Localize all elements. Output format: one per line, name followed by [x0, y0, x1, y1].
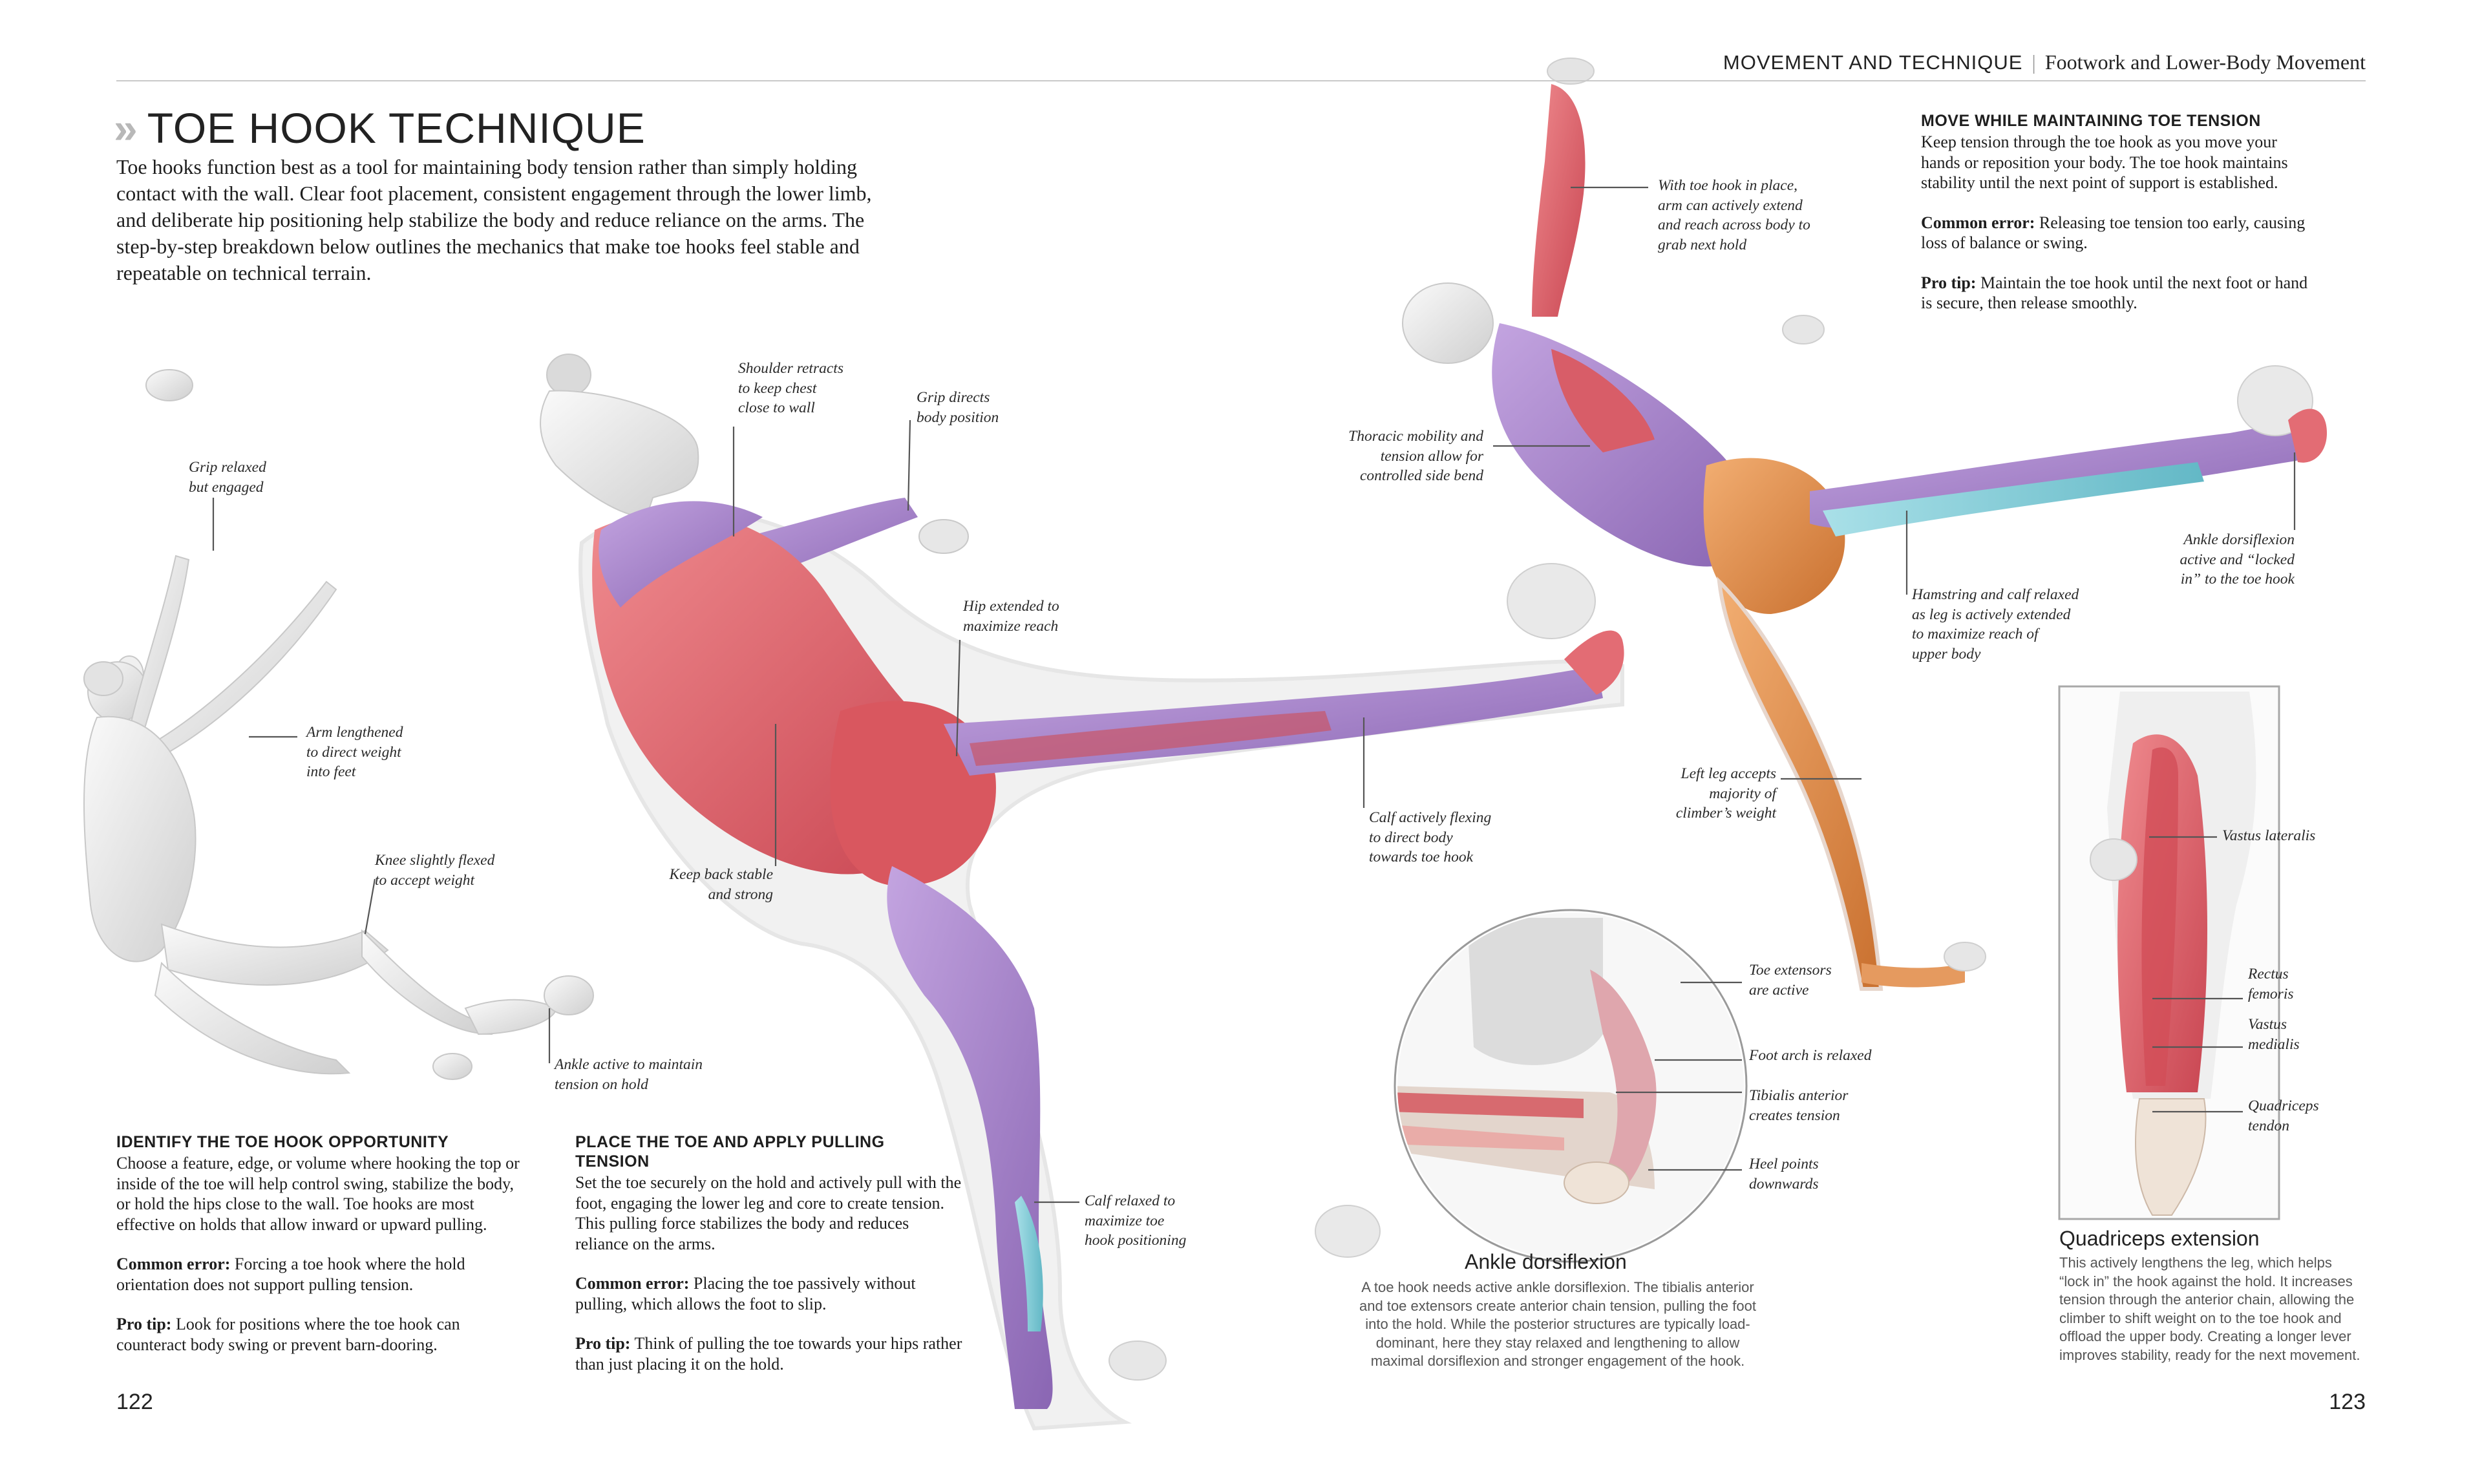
quadriceps-detail-image	[2058, 685, 2280, 1220]
page-number-right: 123	[2329, 1390, 2366, 1414]
climbing-hold	[544, 975, 594, 1015]
step-2-tip-text: Think of pulling the toe towards your hi…	[575, 1334, 962, 1373]
climber-figure-2	[540, 354, 1624, 1431]
running-head-topic: Footwork and Lower-Body Movement	[2044, 50, 2366, 74]
quad-detail-caption: This actively lengthens the leg, which h…	[2059, 1255, 2360, 1363]
step-1-error-label: Common error:	[116, 1255, 231, 1273]
climbing-hold	[2090, 838, 2137, 881]
page-title-text: TOE HOOK TECHNIQUE	[147, 104, 646, 152]
step-2-error: Common error: Placing the toe passively …	[575, 1273, 963, 1314]
climbing-hold	[1315, 1205, 1381, 1258]
climbing-hold	[918, 519, 969, 554]
climbing-hold	[1507, 563, 1596, 639]
label-foot-arch: Foot arch is relaxed	[1749, 1047, 1872, 1064]
step-1-block: IDENTIFY THE TOE HOOK OPPORTUNITY Choose…	[116, 1132, 530, 1374]
label-hip-extended: Hip extended to maximize reach	[963, 598, 1059, 635]
climbing-hold	[1108, 1341, 1167, 1381]
climbing-hold	[1547, 58, 1595, 85]
climbing-hold	[1944, 942, 1986, 971]
running-head-section: MOVEMENT AND TECHNIQUE	[1723, 51, 2023, 74]
step-1-body: Choose a feature, edge, or volume where …	[116, 1154, 520, 1234]
step-3-block: MOVE WHILE MAINTAINING TOE TENSION Keep …	[1921, 111, 2315, 333]
step-2-body: Set the toe securely on the hold and act…	[575, 1173, 962, 1253]
step-3-tip: Pro tip: Maintain the toe hook until the…	[1921, 273, 2315, 313]
label-knee-flexed: Knee slightly flexed to accept weight	[375, 852, 495, 889]
step-1-error-text: Forcing a toe hook where the hold orient…	[116, 1255, 465, 1294]
step-2-block: PLACE THE TOE AND APPLY PULLING TENSION …	[575, 1132, 963, 1394]
step-2-tip-label: Pro tip:	[575, 1334, 631, 1353]
label-ankle-dorsiflexion-active: Ankle dorsiflexion active and “locked in…	[2180, 531, 2295, 588]
climbing-hold	[145, 369, 193, 401]
quad-detail-title: Quadriceps extension	[2059, 1227, 2260, 1250]
label-hamstring-calf: Hamstring and calf relaxed as leg is act…	[1912, 586, 2079, 662]
intro-paragraph: Toe hooks function best as a tool for ma…	[116, 155, 872, 284]
step-1-tip-label: Pro tip:	[116, 1315, 172, 1333]
step-1-tip: Pro tip: Look for positions where the to…	[116, 1314, 530, 1355]
step-3-error-label: Common error:	[1921, 213, 2035, 232]
page-title: »TOE HOOK TECHNIQUE	[114, 103, 646, 153]
climbing-hold	[1782, 315, 1825, 344]
ankle-detail-caption: A toe hook needs active ankle dorsiflexi…	[1359, 1279, 1756, 1369]
label-grip-directs: Grip directs body position	[917, 389, 999, 426]
step-3-error-text: Releasing toe tension too early, causing…	[1921, 213, 2306, 253]
climber-figure-1	[83, 369, 594, 1080]
label-toe-extensors: Toe extensors are active	[1749, 962, 1832, 999]
label-quadriceps-tendon: Quadriceps tendon	[2248, 1097, 2319, 1134]
step-3-body: Keep tension through the toe hook as you…	[1921, 132, 2288, 192]
label-tibialis-anterior: Tibialis anterior creates tension	[1749, 1087, 1849, 1124]
climbing-hold	[432, 1053, 472, 1080]
label-rectus-femoris: Rectus femoris	[2248, 966, 2294, 1002]
label-calf-relaxed: Calf relaxed to maximize toe hook positi…	[1085, 1192, 1187, 1249]
step-2-error-label: Common error:	[575, 1274, 690, 1293]
ankle-detail-title: Ankle dorsiflexion	[1465, 1250, 1627, 1273]
label-keep-back-stable: Keep back stable and strong	[669, 866, 773, 903]
step-3-error: Common error: Releasing toe tension too …	[1921, 213, 2315, 253]
label-thoracic-mobility: Thoracic mobility and tension allow for …	[1348, 428, 1483, 484]
ankle-detail-image	[1394, 909, 1748, 1263]
page-number-left: 122	[116, 1390, 153, 1414]
step-2-tip: Pro tip: Think of pulling the toe toward…	[575, 1333, 963, 1374]
label-vastus-medialis: Vastus medialis	[2248, 1016, 2300, 1053]
running-head-separator: |	[2031, 50, 2036, 74]
label-grip-relaxed: Grip relaxed but engaged	[189, 459, 266, 496]
step-1-heading: IDENTIFY THE TOE HOOK OPPORTUNITY	[116, 1133, 449, 1151]
label-vastus-lateralis: Vastus lateralis	[2222, 827, 2316, 844]
label-arm-extend: With toe hook in place, arm can actively…	[1658, 177, 1810, 253]
step-1-error: Common error: Forcing a toe hook where t…	[116, 1254, 530, 1295]
label-ankle-active: Ankle active to maintain tension on hold	[555, 1056, 703, 1093]
step-3-tip-label: Pro tip:	[1921, 273, 1977, 292]
step-1-tip-text: Look for positions where the toe hook ca…	[116, 1315, 460, 1354]
step-2-heading: PLACE THE TOE AND APPLY PULLING TENSION	[575, 1133, 885, 1171]
step-3-tip-text: Maintain the toe hook until the next foo…	[1921, 273, 2308, 313]
chevron-right-icon: »	[114, 104, 138, 152]
header-rule	[116, 80, 2366, 81]
label-calf-flexing: Calf actively flexing to direct body tow…	[1369, 809, 1492, 865]
running-head: MOVEMENT AND TECHNIQUE | Footwork and Lowe…	[1723, 50, 2366, 74]
leader-lines	[212, 186, 2296, 1203]
label-arm-lengthened: Arm lengthened to direct weight into fee…	[306, 724, 403, 780]
label-left-leg: Left leg accepts majority of climber’s w…	[1675, 765, 1776, 822]
label-shoulder-retracts: Shoulder retracts to keep chest close to…	[738, 360, 843, 416]
climber-figure-3	[1402, 58, 2327, 991]
step-3-heading: MOVE WHILE MAINTAINING TOE TENSION	[1921, 112, 2261, 130]
label-heel-points: Heel points downwards	[1749, 1156, 1819, 1192]
step-2-error-text: Placing the toe passively without pullin…	[575, 1274, 916, 1313]
